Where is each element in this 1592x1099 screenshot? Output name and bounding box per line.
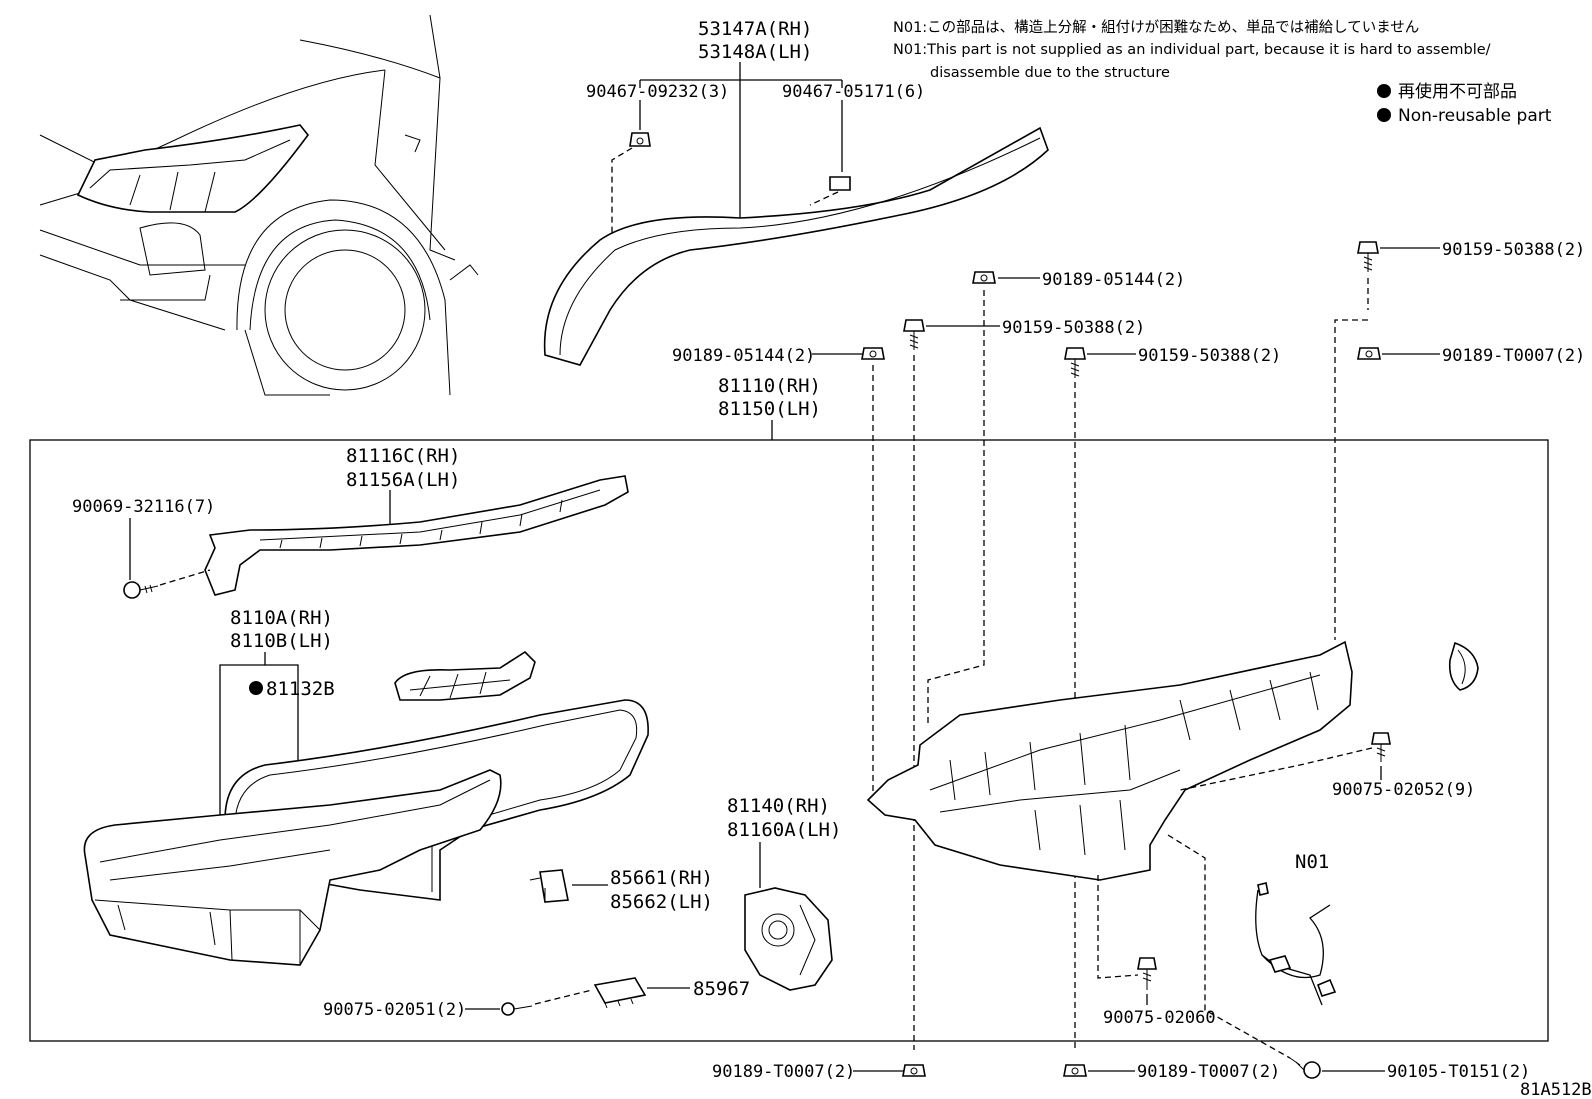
headlamp-cover-molding bbox=[543, 126, 1049, 366]
label-81160a: 81160A(LH) bbox=[727, 819, 841, 841]
label-90189-05144-top: 90189-05144(2) bbox=[1042, 270, 1185, 290]
note-n01-english-line2: disassemble due to the structure bbox=[930, 65, 1170, 81]
legend-dot-icon bbox=[1377, 108, 1391, 122]
label-8110a: 8110A(RH) bbox=[230, 607, 333, 629]
label-90159-50388-right: 90159-50388(2) bbox=[1442, 240, 1585, 260]
label-90189-05144-left: 90189-05144(2) bbox=[672, 346, 815, 366]
clip-90467-05171 bbox=[829, 176, 851, 191]
wire-harness-n01 bbox=[1255, 882, 1337, 1006]
connector-85661 bbox=[529, 869, 569, 903]
label-85662: 85662(LH) bbox=[610, 891, 713, 913]
vehicle-locator-sketch bbox=[39, 14, 479, 396]
nut-90189-05144-left bbox=[861, 347, 885, 360]
label-85661: 85661(RH) bbox=[610, 867, 713, 889]
non-reusable-dot-icon bbox=[249, 681, 263, 695]
label-90075-02060: 90075-02060 bbox=[1103, 1008, 1216, 1028]
label-81110: 81110(RH) bbox=[718, 375, 821, 397]
projector-unit-81140 bbox=[744, 887, 833, 991]
label-53148a: 53148A(LH) bbox=[698, 41, 812, 63]
bolt-90069-32116 bbox=[123, 581, 159, 599]
screw-90075-02060 bbox=[1137, 957, 1157, 990]
label-n01: N01 bbox=[1295, 851, 1329, 873]
label-90075-02051: 90075-02051(2) bbox=[323, 1000, 466, 1020]
headlamp-bracket bbox=[204, 475, 629, 596]
label-81156a: 81156A(LH) bbox=[346, 469, 460, 491]
label-90159-50388-mid: 90159-50388(2) bbox=[1138, 346, 1281, 366]
label-81140: 81140(RH) bbox=[727, 795, 830, 817]
nut-90189-t0007-right bbox=[1357, 347, 1381, 360]
screw-90075-02051 bbox=[501, 1002, 533, 1016]
label-90189-t0007-bottom-left: 90189-T0007(2) bbox=[712, 1062, 855, 1082]
bolt-90159-50388-mid bbox=[1064, 347, 1086, 378]
legend-dot-icon bbox=[1377, 84, 1391, 98]
label-81116c: 81116C(RH) bbox=[346, 445, 460, 467]
label-90075-02052: 90075-02052(9) bbox=[1332, 780, 1475, 800]
label-90159-50388-left: 90159-50388(2) bbox=[1002, 318, 1145, 338]
headlamp-lens bbox=[83, 769, 502, 966]
headlamp-housing bbox=[866, 640, 1353, 881]
legend-label-en: Non-reusable part bbox=[1398, 106, 1552, 126]
label-90105-t0151: 90105-T0151(2) bbox=[1387, 1062, 1530, 1082]
headlamp-assembly-box bbox=[29, 439, 1549, 1042]
note-n01-japanese: N01:この部品は、構造上分解・組付けが困難なため、単品では補給していません bbox=[893, 19, 1419, 36]
bolt-90159-50388-left bbox=[903, 319, 925, 350]
nut-90189-t0007-bottom-mid bbox=[1063, 1064, 1087, 1077]
label-81150: 81150(LH) bbox=[718, 398, 821, 420]
label-90467-09232: 90467-09232(3) bbox=[586, 82, 729, 102]
note-n01-english-line1: N01:This part is not supplied as an indi… bbox=[893, 42, 1491, 58]
label-53147a: 53147A(RH) bbox=[698, 18, 812, 40]
legend-label-ja: 再使用不可部品 bbox=[1398, 81, 1517, 102]
label-8110b: 8110B(LH) bbox=[230, 630, 333, 652]
label-85967: 85967 bbox=[693, 978, 750, 1000]
nut-90189-05144-top bbox=[972, 271, 996, 284]
bolt-90105-t0151 bbox=[1289, 1057, 1321, 1079]
diagram-code: 81A512B bbox=[1520, 1080, 1592, 1099]
screw-90075-02052 bbox=[1371, 732, 1391, 762]
seal-ring bbox=[1448, 641, 1479, 691]
label-81132b: 81132B bbox=[266, 678, 335, 700]
label-90189-t0007-right: 90189-T0007(2) bbox=[1442, 346, 1585, 366]
label-90069-32116: 90069-32116(7) bbox=[72, 497, 215, 517]
label-90189-t0007-bottom-mid: 90189-T0007(2) bbox=[1137, 1062, 1280, 1082]
headlamp-inner-trim bbox=[394, 650, 536, 701]
label-90467-05171: 90467-05171(6) bbox=[782, 82, 925, 102]
module-85967 bbox=[593, 977, 647, 1009]
nut-90189-t0007-bottom-left bbox=[902, 1064, 926, 1077]
clip-90467-09232 bbox=[629, 132, 651, 147]
bolt-90159-50388-right bbox=[1357, 241, 1379, 272]
